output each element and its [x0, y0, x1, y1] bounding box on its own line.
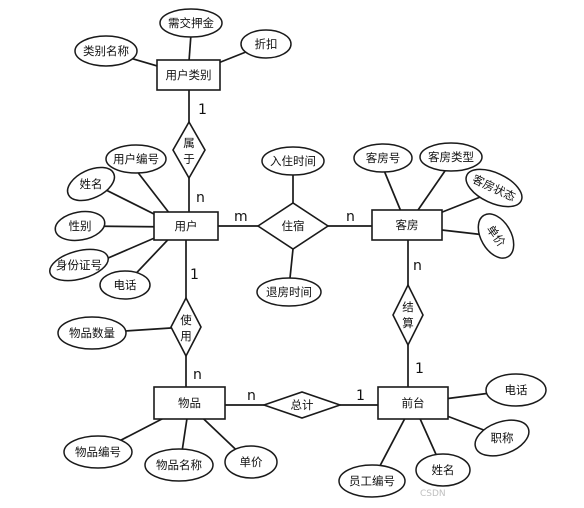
svg-text:单价: 单价 [240, 455, 263, 469]
relationship-settle: 结 算 [392, 283, 424, 347]
svg-text:身份证号: 身份证号 [56, 258, 102, 272]
relationship-settle-label-1: 结 [402, 300, 414, 314]
attribute-room-price: 单价 [477, 213, 515, 259]
entity-goods: 物品 [153, 386, 226, 420]
svg-text:姓名: 姓名 [80, 177, 103, 191]
attribute-room-type: 客房类型 [419, 142, 483, 172]
entity-front-desk: 前台 [377, 386, 449, 420]
cardinality-settle-front-desk: 1 [415, 361, 424, 377]
svg-text:需交押金: 需交押金 [168, 16, 214, 30]
cardinality-stay-room: n [346, 209, 355, 225]
attribute-user-phone: 电话 [99, 270, 151, 300]
attribute-goods-price: 单价 [224, 445, 278, 479]
attribute-staff-id: 员工编号 [338, 464, 406, 498]
entity-user-type-label: 用户类别 [166, 68, 212, 82]
attribute-check-in-time: 入住时间 [261, 146, 325, 176]
entity-goods-label: 物品 [178, 396, 201, 410]
watermark: CSDN [420, 489, 446, 499]
svg-text:物品编号: 物品编号 [75, 445, 121, 459]
entity-room: 客房 [371, 209, 443, 241]
svg-text:入住时间: 入住时间 [270, 154, 316, 168]
attribute-goods-quantity: 物品数量 [57, 316, 127, 350]
relationship-belongs: 属 于 [172, 120, 206, 180]
relationship-stay-label: 住宿 [282, 219, 305, 233]
relationship-stay: 住宿 [256, 202, 330, 250]
entity-user-type: 用户类别 [156, 59, 221, 91]
attribute-staff-name: 姓名 [415, 453, 471, 487]
attribute-check-out-time: 退房时间 [256, 277, 322, 307]
svg-text:职称: 职称 [491, 431, 514, 445]
entity-room-label: 客房 [396, 218, 419, 232]
svg-text:用户编号: 用户编号 [113, 152, 159, 166]
attribute-category-name: 类别名称 [74, 35, 138, 67]
cardinality-use-goods: n [193, 367, 202, 383]
relationship-use-label-1: 使 [180, 313, 192, 327]
relationship-belongs-label-1: 属 [183, 136, 195, 150]
relationship-belongs-label-2: 于 [183, 152, 195, 166]
svg-text:退房时间: 退房时间 [266, 285, 312, 299]
svg-text:电话: 电话 [114, 278, 137, 292]
attribute-room-status: 客房状态 [465, 168, 523, 208]
attribute-user-gender: 性别 [54, 210, 106, 242]
attribute-staff-title: 职称 [474, 419, 530, 457]
cardinality-total-front-desk: 1 [356, 388, 365, 404]
svg-text:性别: 性别 [69, 219, 92, 233]
cardinality-stay-user: m [234, 209, 248, 225]
entity-user: 用户 [153, 211, 219, 241]
cardinality-total-goods: n [247, 388, 256, 404]
svg-text:员工编号: 员工编号 [349, 474, 395, 488]
attribute-deposit-required: 需交押金 [159, 8, 223, 38]
attribute-goods-name: 物品名称 [144, 448, 214, 482]
svg-text:类别名称: 类别名称 [83, 44, 129, 58]
svg-text:姓名: 姓名 [432, 463, 455, 477]
cardinality-settle-room: n [413, 258, 422, 274]
svg-text:电话: 电话 [505, 383, 528, 397]
relationship-use-label-2: 用 [180, 329, 192, 343]
entity-front-desk-label: 前台 [402, 396, 425, 410]
relationship-total-label: 总计 [291, 398, 314, 412]
svg-text:物品数量: 物品数量 [69, 326, 115, 340]
cardinality-belongs-user-type: 1 [198, 102, 207, 118]
attribute-discount: 折扣 [240, 29, 292, 59]
attribute-room-number: 客房号 [353, 143, 413, 173]
svg-text:折扣: 折扣 [255, 37, 278, 51]
attribute-user-name: 姓名 [66, 166, 116, 202]
cardinality-labels: 1 n m n 1 n n 1 n 1 [190, 102, 424, 404]
cardinality-belongs-user: n [196, 190, 205, 206]
attribute-id-card-number: 身份证号 [49, 248, 109, 282]
attribute-user-id: 用户编号 [105, 144, 167, 174]
attribute-staff-phone: 电话 [485, 373, 547, 407]
relationship-total: 总计 [261, 391, 343, 419]
relationship-use: 使 用 [170, 296, 202, 358]
cardinality-use-user: 1 [190, 267, 199, 283]
relationship-settle-label-2: 算 [402, 316, 414, 330]
attribute-goods-id: 物品编号 [63, 435, 133, 469]
entity-user-label: 用户 [175, 219, 198, 233]
svg-text:物品名称: 物品名称 [156, 458, 202, 472]
svg-text:客房号: 客房号 [366, 151, 401, 165]
svg-text:客房类型: 客房类型 [428, 150, 474, 164]
